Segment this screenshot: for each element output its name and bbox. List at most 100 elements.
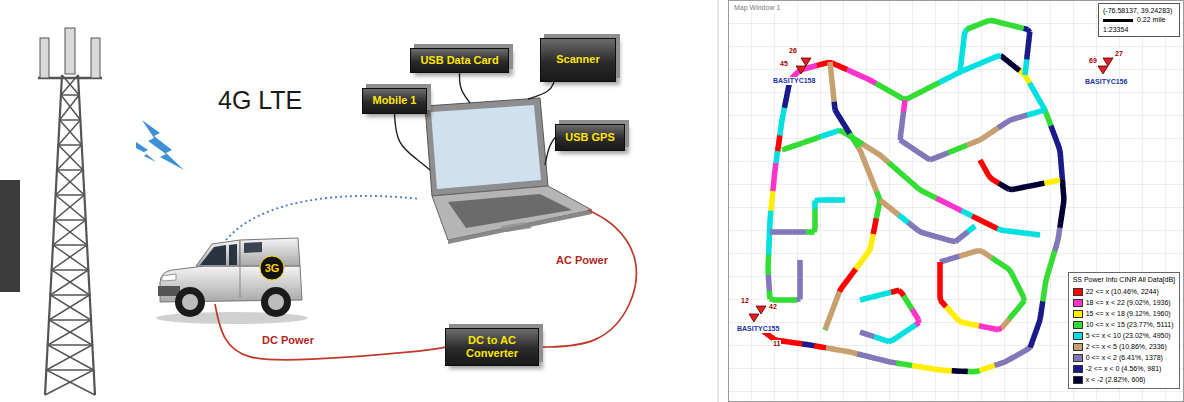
legend-row: 18 <= x < 22 (9.02%, 1936) bbox=[1073, 297, 1175, 308]
route-sample bbox=[1002, 185, 1006, 187]
route-sample bbox=[881, 360, 885, 361]
route-sample bbox=[901, 173, 904, 176]
route-sample bbox=[1011, 272, 1013, 276]
route-sample bbox=[793, 145, 797, 146]
route-sample bbox=[1051, 125, 1053, 129]
cable bbox=[395, 114, 431, 170]
site-markers bbox=[749, 58, 1113, 322]
route-sample bbox=[975, 64, 979, 66]
route-sample bbox=[981, 22, 985, 24]
route-sample bbox=[930, 158, 934, 159]
car-window bbox=[244, 242, 262, 253]
route-sample bbox=[1005, 187, 1009, 189]
route-sample bbox=[842, 197, 845, 203]
route-sample bbox=[993, 21, 997, 22]
site-name: BASITYC156 bbox=[1084, 78, 1128, 86]
route-sample bbox=[955, 239, 959, 242]
route-sample bbox=[961, 211, 965, 213]
route-sample bbox=[987, 367, 991, 368]
route-sample bbox=[1056, 140, 1058, 144]
route-sample bbox=[797, 271, 803, 276]
route-path bbox=[782, 130, 1040, 235]
route-sample bbox=[899, 215, 903, 218]
route-sample bbox=[907, 97, 911, 99]
route-sample bbox=[802, 229, 807, 235]
route-sample bbox=[891, 291, 895, 292]
legend-row: 5 <= x < 10 (23.02%, 4950) bbox=[1073, 330, 1175, 341]
route-sample bbox=[1031, 113, 1035, 114]
route-sample bbox=[831, 132, 835, 133]
site-marker bbox=[1103, 58, 1113, 66]
route-sample bbox=[933, 157, 937, 159]
tower-bracing bbox=[45, 75, 94, 395]
route-sample bbox=[868, 297, 872, 298]
route-sample bbox=[861, 76, 865, 78]
route-sample bbox=[933, 196, 937, 198]
route-sample bbox=[1002, 361, 1006, 363]
route-sample bbox=[965, 213, 969, 215]
route-sample bbox=[805, 141, 809, 142]
route-sample bbox=[985, 253, 989, 256]
car-window bbox=[229, 244, 237, 265]
route-sample bbox=[1014, 310, 1017, 314]
route-sample bbox=[778, 229, 783, 235]
route-sample bbox=[995, 128, 999, 131]
node-text: USB Data Card bbox=[420, 54, 498, 67]
route-path bbox=[762, 55, 1064, 372]
site-name: BASITYC158 bbox=[772, 77, 816, 85]
route-sample bbox=[939, 81, 943, 83]
route-sample bbox=[951, 312, 954, 315]
route-sample bbox=[936, 198, 940, 200]
route-sample bbox=[1039, 111, 1043, 112]
route-sample bbox=[816, 137, 820, 138]
route-sample bbox=[952, 150, 956, 152]
route-sample bbox=[1004, 58, 1008, 61]
route-sample bbox=[913, 184, 916, 187]
route-sample bbox=[900, 140, 904, 143]
route-sample bbox=[875, 188, 877, 192]
route-sample bbox=[843, 68, 847, 70]
legend-swatch bbox=[1073, 288, 1083, 296]
route-sample bbox=[820, 135, 824, 136]
legend-row: x < -2 (2.82%, 606) bbox=[1073, 374, 1175, 385]
route-sample bbox=[782, 229, 787, 235]
route-sample bbox=[859, 142, 863, 144]
laptop-screen bbox=[431, 105, 541, 189]
route-sample bbox=[928, 86, 932, 88]
route-sample bbox=[795, 72, 798, 75]
route-sample bbox=[766, 235, 772, 240]
legend-swatch bbox=[1073, 376, 1083, 384]
route-sample bbox=[858, 263, 861, 267]
route-sample bbox=[797, 279, 803, 284]
device-box: USB Data Card bbox=[410, 48, 509, 73]
route-sample bbox=[1035, 93, 1037, 97]
route-sample bbox=[906, 299, 908, 303]
laptop bbox=[425, 98, 592, 244]
route-sample bbox=[902, 217, 906, 220]
route-sample bbox=[851, 272, 854, 276]
route-sample bbox=[895, 168, 898, 171]
route-sample bbox=[892, 165, 895, 168]
route-sample bbox=[846, 279, 849, 283]
route-sample bbox=[885, 361, 889, 362]
route-sample bbox=[916, 316, 918, 320]
route-sample bbox=[781, 297, 786, 303]
route-sample bbox=[944, 260, 948, 261]
laptop-edge bbox=[448, 210, 592, 244]
route-sample bbox=[937, 268, 943, 273]
route-path bbox=[940, 250, 1025, 330]
route-sample bbox=[790, 229, 795, 235]
route-sample bbox=[1011, 313, 1014, 317]
route-sample bbox=[946, 77, 950, 79]
route-sample bbox=[910, 95, 914, 97]
route-sample bbox=[797, 283, 803, 288]
route-sample bbox=[915, 323, 919, 326]
test-vehicle bbox=[156, 238, 308, 324]
route-sample bbox=[1048, 270, 1049, 274]
route-sample bbox=[1016, 117, 1020, 118]
route-sample bbox=[767, 223, 773, 228]
power-cable bbox=[215, 304, 445, 360]
route-sample bbox=[826, 197, 831, 203]
car-rim bbox=[268, 294, 284, 310]
route-sample bbox=[1013, 276, 1015, 280]
